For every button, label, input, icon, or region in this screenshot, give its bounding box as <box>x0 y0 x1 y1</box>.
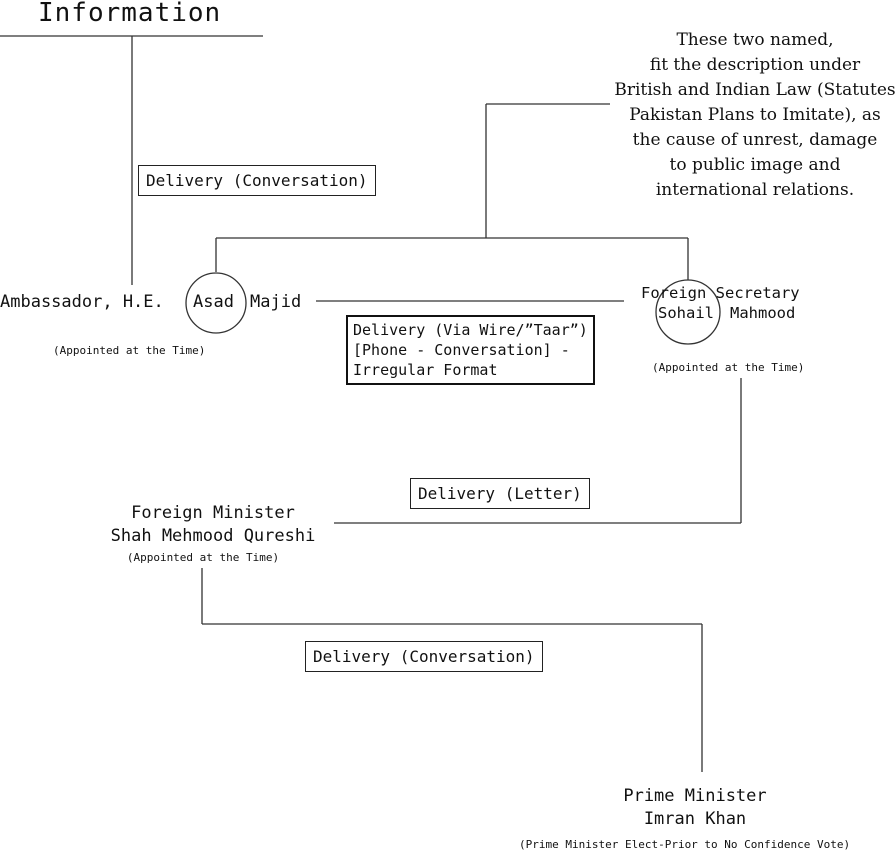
sohail-circle <box>655 279 721 345</box>
note-line: to public image and <box>669 155 841 175</box>
note-line: international relations. <box>655 180 855 200</box>
delivery-letter: Delivery (Letter) <box>410 478 590 509</box>
page-title: Information <box>38 0 222 28</box>
delivery-conversation-top: Delivery (Conversation) <box>138 165 376 196</box>
secretary-last-name: Mahmood <box>730 304 796 322</box>
pm-name: Imran Khan <box>643 809 747 829</box>
wire-line: Delivery (Via Wire/”Taar”) <box>353 321 588 339</box>
secretary-first-name: Sohail <box>658 304 714 322</box>
secretary-caption: (Appointed at the Time) <box>652 361 805 374</box>
minister-title: Foreign Minister <box>131 503 295 523</box>
asad-circle <box>185 272 247 334</box>
ambassador-last-name: Majid <box>250 292 302 312</box>
ambassador-prefix: Ambassador, H.E. <box>0 292 164 312</box>
delivery-conversation-bottom: Delivery (Conversation) <box>305 641 543 672</box>
delivery-wire-box: Delivery (Via Wire/”Taar”) [Phone - Conv… <box>346 315 595 385</box>
wire-line: Irregular Format <box>353 361 498 379</box>
wire-line: [Phone - Conversation] - <box>353 341 570 359</box>
note-line: fit the description under <box>649 55 861 75</box>
pm-caption: (Prime Minister Elect-Prior to No Confid… <box>519 838 851 851</box>
note-line: British and Indian Law (Statutes <box>614 80 895 100</box>
note-line: These two named, <box>676 30 834 50</box>
ambassador-caption: (Appointed at the Time) <box>53 344 206 357</box>
note-line: Pakistan Plans to Imitate), as <box>629 105 881 125</box>
secretary-title: Foreign Secretary <box>641 284 800 302</box>
minister-caption: (Appointed at the Time) <box>126 551 280 564</box>
note-line: the cause of unrest, damage <box>632 130 878 150</box>
pm-title: Prime Minister <box>623 786 767 806</box>
note-text: These two named, fit the description und… <box>600 28 895 203</box>
ambassador-first-name: Asad <box>193 292 234 312</box>
minister-name: Shah Mehmood Qureshi <box>110 526 316 546</box>
